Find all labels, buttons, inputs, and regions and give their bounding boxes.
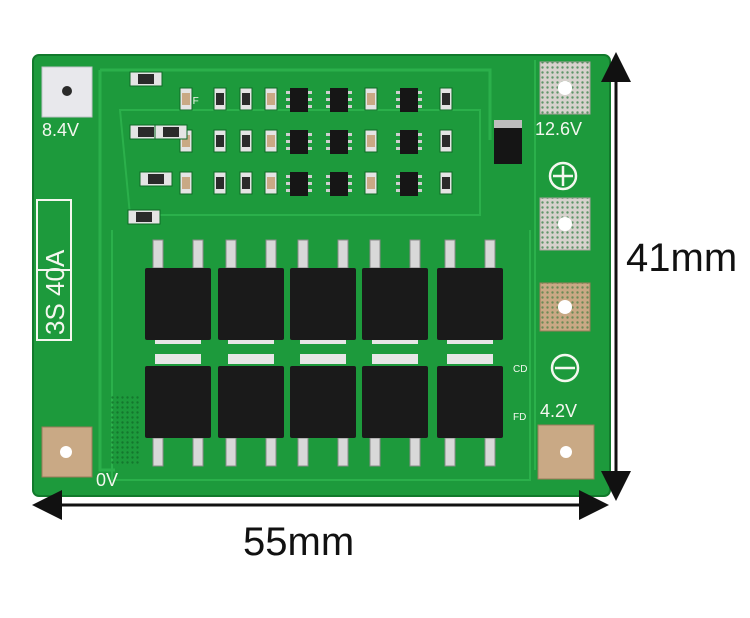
- smd-resistor: [326, 88, 352, 112]
- smd-resistor: [439, 87, 453, 111]
- terminal-pad-bottom-left: [41, 426, 93, 478]
- mosfet: [218, 354, 284, 467]
- smd-capacitor: [129, 71, 163, 87]
- terminal-pad-right-2: [539, 197, 591, 251]
- smd-resistor: [213, 129, 227, 153]
- svg-text:3S 40A: 3S 40A: [40, 249, 70, 335]
- smd-resistor: [396, 130, 422, 154]
- smd-resistor: [326, 130, 352, 154]
- mosfet: [362, 354, 428, 467]
- smd-resistor: [264, 87, 278, 111]
- smd-resistor: [239, 129, 253, 153]
- mosfet: [145, 354, 211, 467]
- mosfet: [218, 239, 284, 344]
- diode: [494, 120, 522, 164]
- smd-resistor: [326, 172, 352, 196]
- smd-resistor: [439, 129, 453, 153]
- mosfet: [145, 239, 211, 344]
- plus-symbol: [548, 161, 578, 191]
- smd-resistor: [396, 172, 422, 196]
- smd-resistor: [439, 171, 453, 195]
- mosfet: [290, 239, 356, 344]
- smd-resistor: [286, 88, 312, 112]
- width-dimension-label: 55mm: [243, 520, 355, 564]
- terminal-pad-top-left: [41, 66, 93, 118]
- smd-resistor: [396, 88, 422, 112]
- smd-resistor: [286, 130, 312, 154]
- smd-components: [127, 71, 453, 225]
- terminal-pad-bottom-right: [537, 424, 595, 480]
- mosfet-array: [145, 239, 503, 467]
- smd-resistor: [239, 171, 253, 195]
- terminal-label-8.4v: 8.4V: [42, 120, 79, 140]
- height-dimension-label: 41mm: [626, 236, 738, 280]
- smd-capacitor: [154, 124, 188, 140]
- smd-resistor: [364, 171, 378, 195]
- smd-resistor: [179, 171, 193, 195]
- minus-symbol: [550, 353, 580, 383]
- smd-capacitor: [139, 171, 173, 187]
- terminal-pad-right-3: [539, 282, 591, 332]
- terminal-label-4.2v: 4.2V: [540, 401, 577, 421]
- smd-resistor: [264, 129, 278, 153]
- mosfet: [290, 354, 356, 467]
- rating-label: 3S 40A: [36, 199, 72, 341]
- mark-cd: CD: [513, 364, 527, 375]
- mosfet: [362, 239, 428, 344]
- mosfet: [437, 354, 503, 467]
- smd-resistor: [364, 87, 378, 111]
- smd-resistor: [179, 87, 193, 111]
- mark-fd: FD: [513, 412, 526, 423]
- terminal-label-12.6v: 12.6V: [535, 119, 582, 139]
- smd-resistor: [364, 129, 378, 153]
- smd-resistor: [264, 171, 278, 195]
- smd-capacitor: [127, 209, 161, 225]
- smd-resistor: [213, 87, 227, 111]
- terminal-label-0v: 0V: [96, 470, 118, 490]
- smd-resistor: [286, 172, 312, 196]
- mosfet: [437, 239, 503, 344]
- terminal-pad-right-1: [539, 61, 591, 115]
- smd-resistor: [213, 171, 227, 195]
- smd-resistor: [239, 87, 253, 111]
